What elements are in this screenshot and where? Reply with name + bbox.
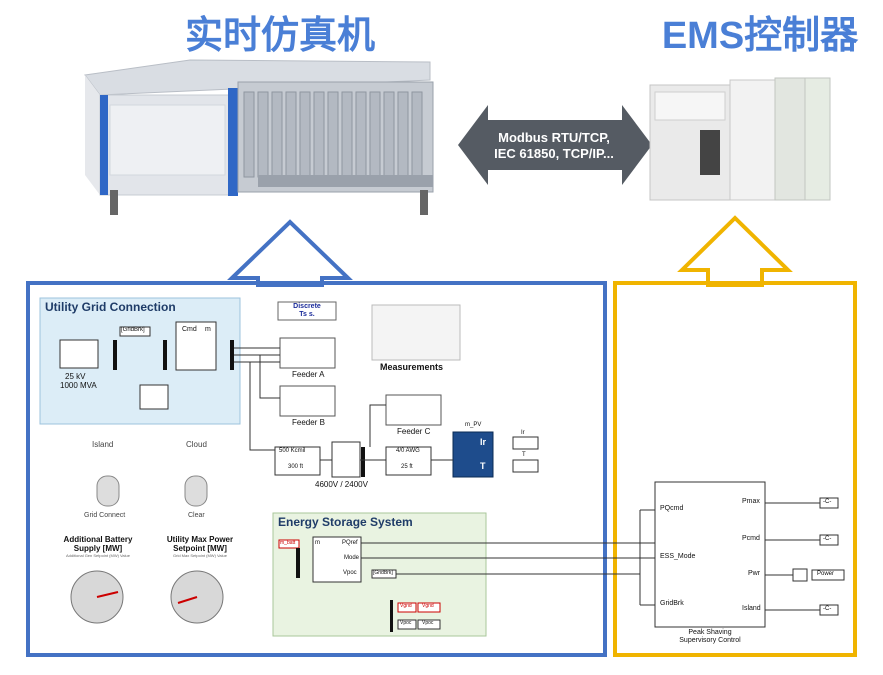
knob1-caption: Additional Gen Setpoint (MW) Value	[66, 553, 130, 558]
pcmd-label: Pcmd	[742, 535, 760, 542]
main-len-label: 300 ft	[288, 464, 304, 470]
controller-caption-2: Supervisory Control	[679, 637, 741, 644]
vgrid-from: Vgrid	[400, 603, 412, 609]
gridbrk-goto: [GridBrk]	[373, 570, 393, 576]
pqcmd-label: PQcmd	[660, 505, 684, 512]
pv-ir-label: Ir	[480, 437, 487, 447]
pmax-label: Pmax	[742, 498, 760, 505]
ess-pqref: PQref	[342, 540, 358, 546]
ir-const-label: Ir	[521, 430, 525, 436]
simulator-frame	[26, 281, 607, 657]
pv-block	[452, 431, 494, 478]
ess-mode-label: ESS_Mode	[660, 553, 696, 560]
feeder-a-block	[279, 337, 336, 369]
const-pmax: -C-	[823, 499, 832, 505]
up-arrow-gold-icon	[677, 215, 793, 287]
cloud-label: Cloud	[186, 440, 207, 449]
vpoc-from: Vpoc	[400, 620, 412, 626]
discrete-line1: Discrete	[293, 303, 321, 310]
measurements-label: Measurements	[380, 362, 444, 372]
vpoc-to: Vpoc	[422, 620, 434, 626]
right-title: EMS控制器	[661, 15, 859, 57]
ess-vpoc: Vpoc	[343, 570, 357, 576]
pwr-label: Pwr	[748, 570, 761, 577]
main-cable-block	[274, 446, 321, 476]
knob2-title1: Utility Max Power	[166, 535, 234, 544]
real-time-simulator-icon	[84, 59, 434, 215]
fault-block	[139, 384, 169, 410]
left-title: 实时仿真机	[184, 15, 375, 57]
grid-source-block	[59, 339, 99, 369]
t-const-label: T	[522, 452, 526, 458]
sub-len-label: 25 ft	[401, 464, 413, 470]
ess-title: Energy Storage System	[278, 515, 413, 529]
protocol-text-2: IEC 61850, TCP/IP...	[494, 146, 614, 161]
const-island: -C-	[823, 606, 832, 612]
ess-m-port: m	[315, 540, 320, 546]
pv-tag: m_PV	[465, 422, 482, 428]
sub-cable-label: 4/0 AWG	[396, 448, 420, 454]
transformer-block	[331, 441, 361, 478]
ess-mode: Mode	[344, 555, 360, 561]
protocol-text-1: Modbus RTU/TCP,	[498, 130, 610, 145]
island-out-label: Island	[742, 605, 761, 612]
gridbrk-from-tag	[119, 326, 151, 337]
feeder-c-block	[385, 394, 442, 426]
breaker-m-label: m	[205, 326, 211, 333]
discrete-line2: Ts s.	[299, 311, 315, 318]
source-voltage: 25 kV	[65, 372, 86, 381]
const-pcmd: -C-	[823, 536, 832, 542]
supervisory-control-block	[654, 481, 766, 628]
gridbrk-tag: [GridBrk]	[121, 327, 145, 333]
measurements-block	[371, 304, 461, 361]
feeder-b-label: Feeder B	[292, 418, 325, 427]
bidirectional-arrow-icon	[458, 105, 652, 185]
vgrid-to: Vgrid	[422, 603, 434, 609]
power-tag: Power	[817, 571, 835, 577]
ems-controller-icon	[649, 77, 831, 201]
knob2-title2: Setpoint [MW]	[173, 544, 227, 553]
controller-frame	[613, 281, 857, 657]
breaker-block	[175, 321, 217, 371]
source-power: 1000 MVA	[60, 381, 97, 390]
cloud-switch	[184, 475, 208, 507]
clear-label: Clear	[188, 512, 205, 519]
grid-section-title: Utility Grid Connection	[45, 300, 176, 314]
feeder-b-block	[279, 385, 336, 417]
feeder-c-label: Feeder C	[397, 427, 431, 436]
ess-m-batt: m_batt	[280, 540, 296, 546]
cmd-label: Cmd	[182, 326, 197, 333]
main-cable-label: 500 Kcmil	[279, 448, 306, 454]
ess-block	[312, 536, 362, 583]
controller-caption-1: Peak Shaving	[688, 629, 732, 636]
gridbrk-label: GridBrk	[660, 600, 684, 607]
pv-t-label: T	[480, 461, 486, 471]
island-switch	[96, 475, 120, 507]
discrete-block	[277, 301, 337, 321]
island-label: Island	[92, 440, 114, 449]
feeder-a-label: Feeder A	[292, 370, 325, 379]
sub-cable-block	[385, 446, 432, 476]
knob2-caption: Grid Max Setpoint (MW) Value	[173, 553, 227, 558]
transformer-label: 4600V / 2400V	[315, 480, 368, 489]
knob1-title2: Supply [MW]	[73, 544, 123, 553]
knob1-title1: Additional Battery	[63, 535, 133, 544]
grid-connect-label: Grid Connect	[84, 512, 126, 519]
